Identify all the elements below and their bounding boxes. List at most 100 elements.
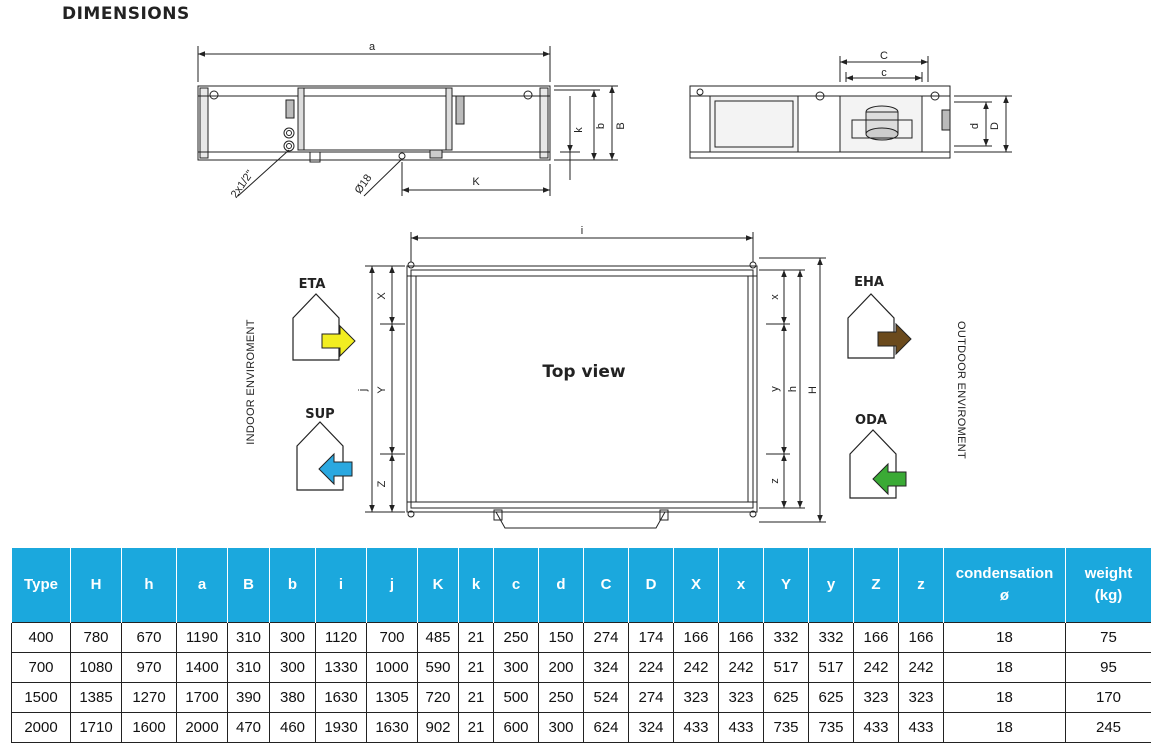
table-cell: 735 (763, 712, 809, 743)
table-cell: 1385 (70, 682, 122, 713)
table-cell: 1400 (176, 652, 228, 683)
column-header: X (673, 548, 719, 623)
table-cell: 170 (1065, 682, 1151, 713)
table-cell: 200 (538, 652, 584, 683)
table-cell: 1000 (366, 652, 418, 683)
table-cell: 95 (1065, 652, 1151, 683)
table-cell: 433 (673, 712, 719, 743)
column-header: j (366, 548, 418, 623)
table-cell: 310 (227, 622, 270, 653)
table-cell: 300 (269, 652, 316, 683)
table-cell: 1700 (176, 682, 228, 713)
drain-diameter-label: Ø18 (353, 172, 375, 196)
table-cell: 1190 (176, 622, 228, 653)
table-cell: 21 (458, 682, 494, 713)
side-view (197, 46, 618, 197)
dim-j-label: j (357, 389, 369, 392)
dim-y-label: y (769, 386, 781, 392)
table-cell: 625 (808, 682, 854, 713)
technical-drawing: a B b k K 2x1/2" Ø18 C c d D (197, 41, 1012, 529)
table-cell: 242 (718, 652, 764, 683)
dim-a-label: a (369, 41, 376, 53)
table-cell: 380 (269, 682, 316, 713)
dim-D-label: D (989, 122, 1001, 130)
table-cell: 670 (121, 622, 177, 653)
dim-K-label: K (472, 176, 480, 188)
dim-H-label: H (807, 386, 819, 394)
column-header: b (269, 548, 316, 623)
table-cell: 300 (493, 652, 539, 683)
table-cell: 274 (628, 682, 674, 713)
table-cell: 460 (269, 712, 316, 743)
table-cell: 310 (227, 652, 270, 683)
table-cell: 166 (718, 622, 764, 653)
dim-h-label: h (787, 386, 799, 392)
column-header: Y (763, 548, 809, 623)
table-cell: 1330 (315, 652, 367, 683)
column-header: H (70, 548, 122, 623)
table-cell: 166 (673, 622, 719, 653)
table-cell: 332 (808, 622, 854, 653)
column-header: h (121, 548, 177, 623)
table-cell: 500 (493, 682, 539, 713)
table-cell: 242 (853, 652, 899, 683)
dim-B-label: B (615, 122, 627, 129)
connection-size-label: 2x1/2" (229, 168, 257, 200)
table-cell: 1500 (11, 682, 71, 713)
dim-k-label: k (573, 127, 585, 133)
table-cell: 720 (417, 682, 459, 713)
table-cell: 400 (11, 622, 71, 653)
table-cell: 700 (366, 622, 418, 653)
table-cell: 1120 (315, 622, 367, 653)
table-cell: 902 (417, 712, 459, 743)
table-cell: 245 (1065, 712, 1151, 743)
table-cell: 625 (763, 682, 809, 713)
table-cell: 75 (1065, 622, 1151, 653)
table-cell: 300 (269, 622, 316, 653)
dim-d-label: d (969, 123, 981, 129)
table-cell: 590 (417, 652, 459, 683)
eha-label: EHA (854, 275, 884, 290)
column-header: x (718, 548, 764, 623)
eha-port: EHA (847, 275, 912, 359)
dim-c-label: c (881, 67, 887, 79)
eta-label: ETA (299, 277, 326, 292)
table-cell: 470 (227, 712, 270, 743)
oda-label: ODA (855, 413, 887, 428)
table-cell: 1080 (70, 652, 122, 683)
dim-C-label: C (880, 50, 888, 62)
sup-arrow-icon (318, 452, 353, 486)
eta-arrow-icon (321, 324, 356, 358)
table-cell: 1305 (366, 682, 418, 713)
table-cell: 1270 (121, 682, 177, 713)
oda-arrow-icon (872, 462, 907, 496)
column-header: i (315, 548, 367, 623)
table-cell: 1630 (315, 682, 367, 713)
table-cell: 700 (11, 652, 71, 683)
top-view (365, 232, 826, 529)
table-cell: 166 (898, 622, 944, 653)
table-cell: 18 (943, 712, 1066, 743)
table-cell: 21 (458, 622, 494, 653)
page-heading: DIMENSIONS (62, 4, 190, 24)
top-view-title: Top view (542, 362, 626, 382)
sup-port: SUP (296, 407, 353, 491)
dim-Y-label: Y (376, 386, 388, 394)
column-header: Type (11, 548, 71, 623)
dim-i-label: i (581, 225, 583, 237)
eha-arrow-icon (877, 322, 912, 356)
table-cell: 780 (70, 622, 122, 653)
table-cell: 250 (493, 622, 539, 653)
table-cell: 624 (583, 712, 629, 743)
table-cell: 18 (943, 682, 1066, 713)
table-cell: 2000 (176, 712, 228, 743)
outdoor-environment-label: OUTDOOR ENVIROMENT (955, 321, 967, 459)
dim-b-label: b (595, 123, 607, 129)
table-cell: 242 (673, 652, 719, 683)
table-cell: 323 (853, 682, 899, 713)
column-header: D (628, 548, 674, 623)
table-cell: 242 (898, 652, 944, 683)
